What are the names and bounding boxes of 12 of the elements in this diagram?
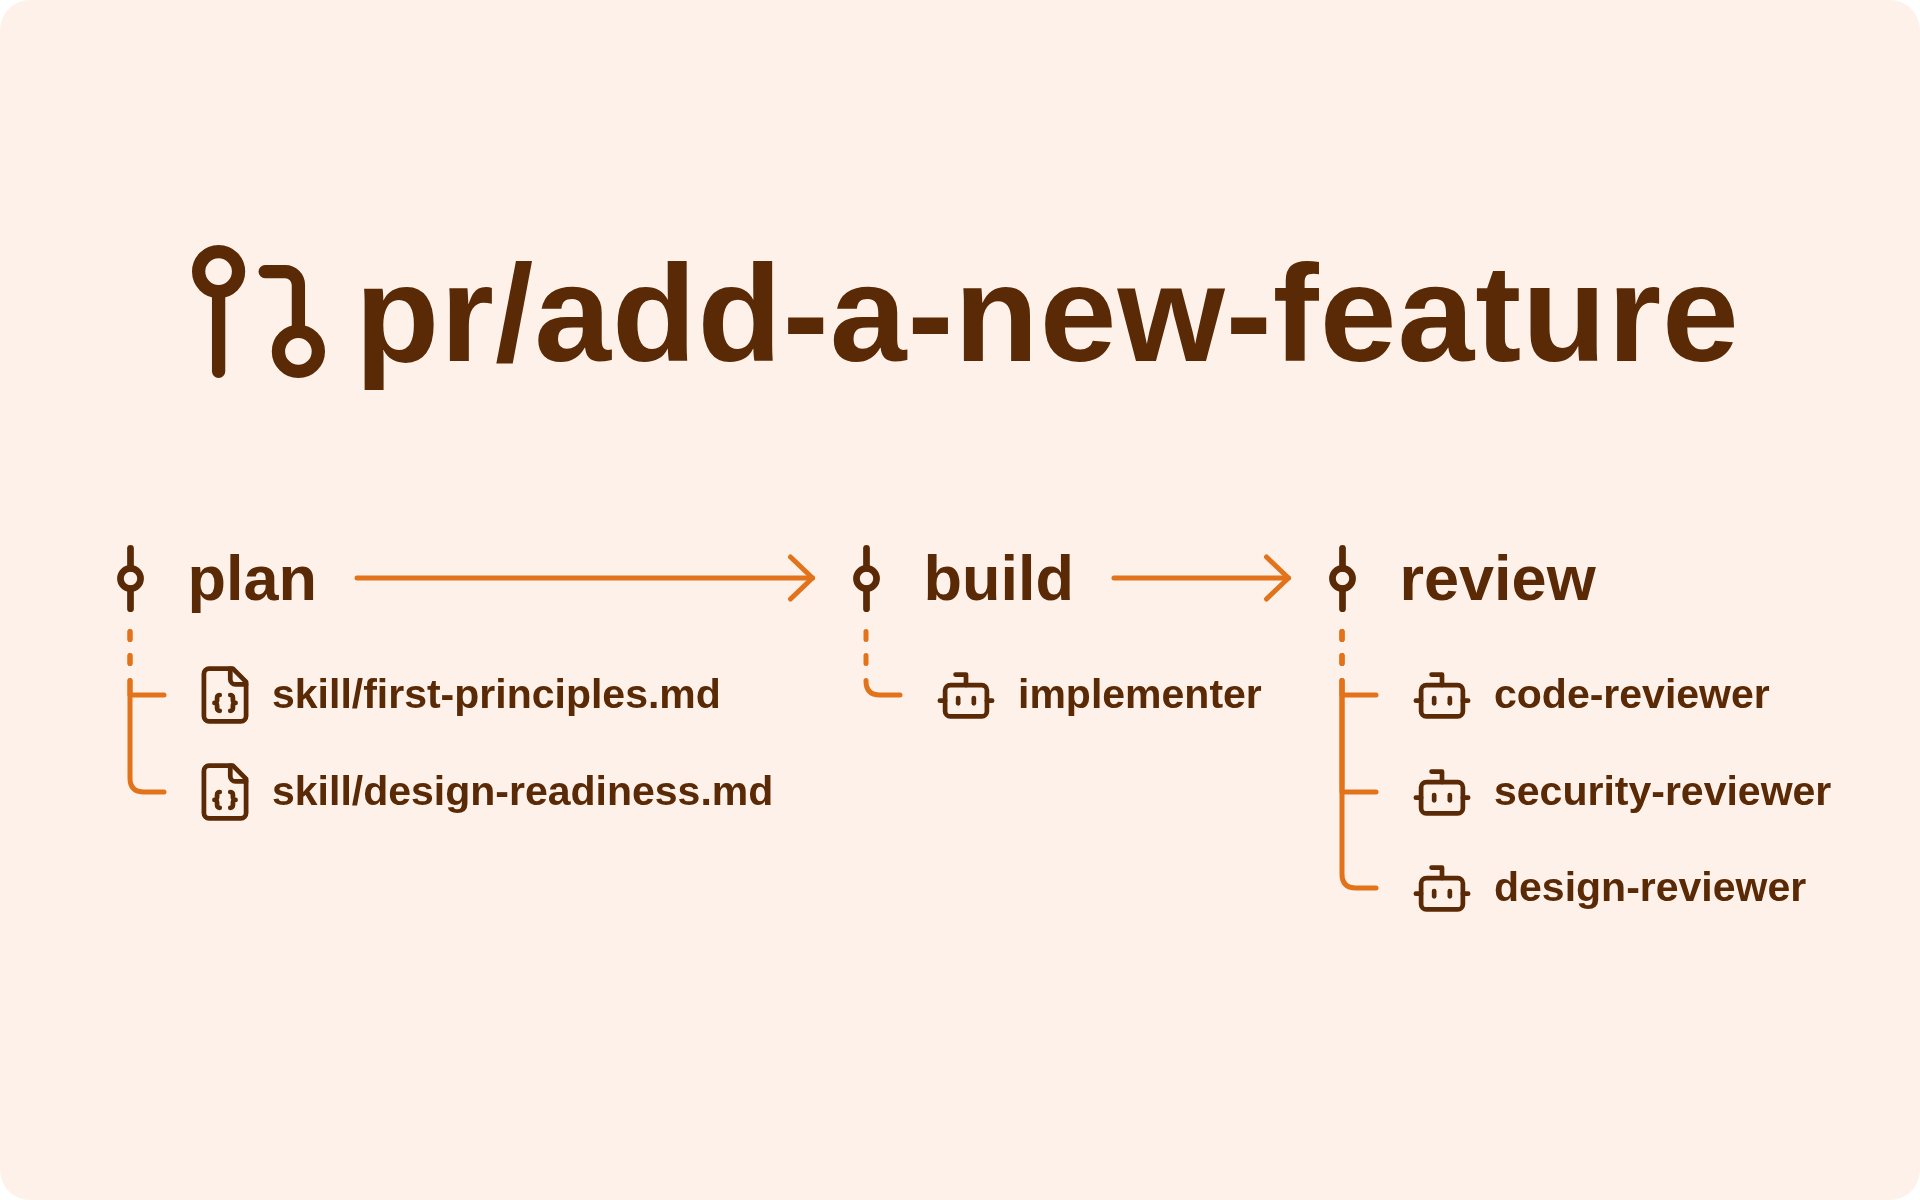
agent-name: code-reviewer <box>1494 670 1770 720</box>
agent-name: design-reviewer <box>1494 863 1807 913</box>
file-name: skill/design-readiness.md <box>272 767 774 817</box>
agent-name: implementer <box>1018 670 1262 720</box>
stage-heading: review <box>1399 541 1596 615</box>
stage-heading: plan <box>187 541 317 615</box>
arrow <box>1111 554 1291 602</box>
title: pr/add-a-new-feature <box>355 235 1740 392</box>
file-name: skill/first-principles.md <box>272 670 721 720</box>
stage-heading: build <box>923 541 1074 615</box>
agent-name: security-reviewer <box>1494 767 1832 817</box>
arrow <box>354 554 815 602</box>
